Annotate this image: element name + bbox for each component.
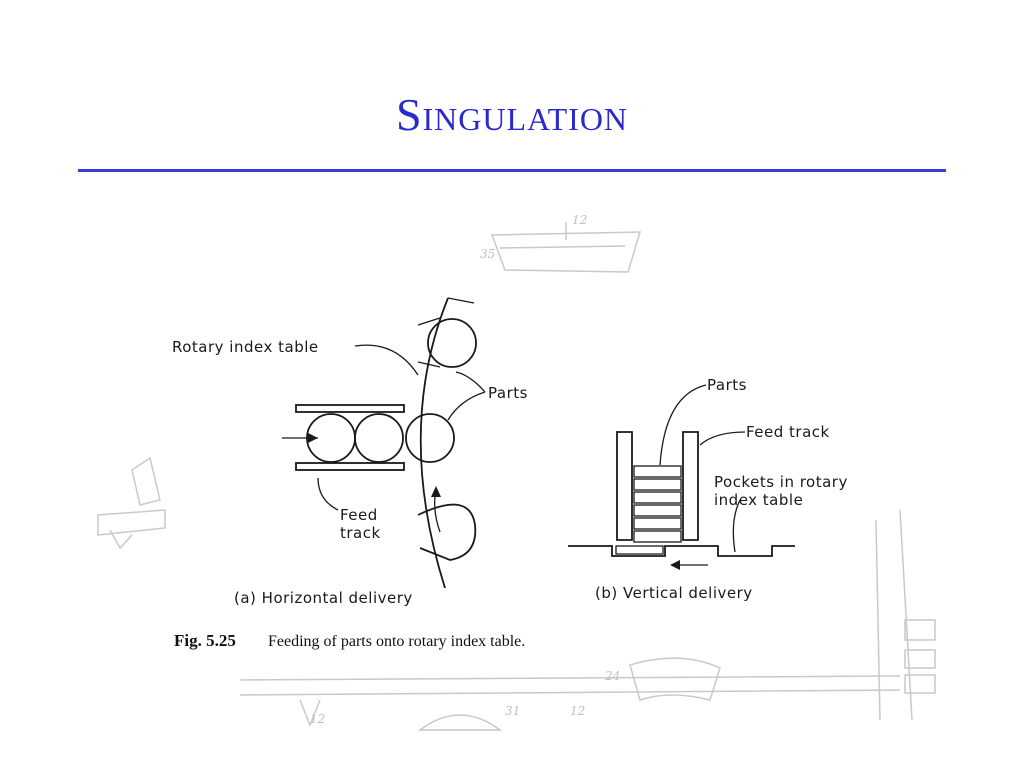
leader-parts	[455, 371, 486, 393]
panel-horizontal-delivery: Rotary index table Parts Feed track (a) …	[172, 297, 528, 607]
sketch-label: 35	[480, 247, 495, 261]
label-feed-track: Feed track	[746, 423, 830, 441]
stacked-part	[633, 504, 682, 517]
leader-feed-b	[699, 431, 746, 446]
slide-title: Singulation	[395, 89, 629, 140]
leader-feed	[317, 477, 339, 511]
figure-caption: Feeding of parts onto rotary index table…	[268, 633, 525, 650]
sketch-label: 12	[310, 712, 325, 726]
leader-pockets	[732, 499, 741, 553]
label-parts-b: Parts	[707, 376, 747, 394]
table-pocket	[417, 503, 477, 561]
label-pockets-2: index table	[714, 491, 803, 509]
feed-track-upper-rail	[295, 404, 405, 413]
stacked-part	[633, 465, 682, 478]
caption-horizontal: (a) Horizontal delivery	[234, 589, 413, 607]
feed-track-left-wall	[616, 431, 633, 541]
title-divider	[78, 169, 946, 172]
panel-vertical-delivery: Parts Feed track Pockets in rotary index…	[568, 376, 848, 602]
stacked-part	[633, 491, 682, 504]
sketch-label: 31	[505, 704, 520, 718]
leader-parts-b	[659, 384, 707, 466]
part-circle	[405, 413, 455, 463]
stacked-part	[633, 530, 682, 543]
feed-track-right-wall	[682, 431, 699, 541]
figure-number: Fig. 5.25	[174, 631, 236, 650]
sketch-left-arm	[97, 456, 166, 550]
stacked-part	[633, 478, 682, 491]
rotary-table-arc	[419, 297, 449, 589]
stacked-part	[633, 517, 682, 530]
label-parts: Parts	[488, 384, 528, 402]
sketch-label: 12	[570, 704, 585, 718]
label-track: track	[340, 524, 381, 542]
sketch-bottom-rail: 31 12 24 12	[239, 509, 936, 731]
rotary-table-pockets	[568, 545, 795, 557]
label-rotary-index-table: Rotary index table	[172, 338, 319, 356]
part-circle	[354, 413, 404, 463]
sketch-top-block: 12 35	[480, 213, 642, 273]
part-circle	[427, 318, 477, 368]
feed-track-lower-rail	[295, 462, 405, 471]
caption-vertical: (b) Vertical delivery	[595, 584, 753, 602]
sketch-label: 12	[572, 213, 587, 227]
sketch-label: 24	[604, 669, 620, 683]
label-feed: Feed	[340, 506, 378, 524]
leader-rotary	[354, 344, 419, 376]
label-pockets-1: Pockets in rotary	[714, 473, 848, 491]
